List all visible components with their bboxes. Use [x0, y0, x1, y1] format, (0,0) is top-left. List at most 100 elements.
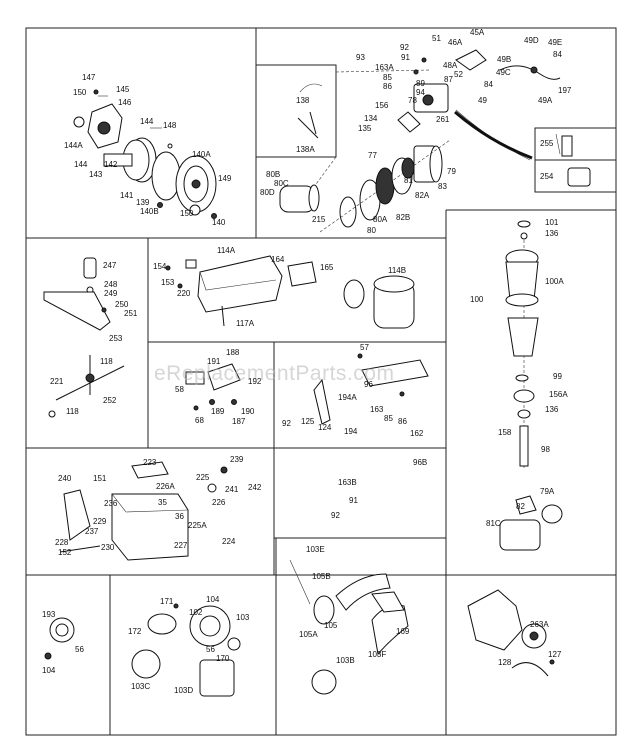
- part-label-49b: 49B: [497, 55, 511, 64]
- part-label-103b: 103B: [336, 656, 355, 665]
- part-label-45a: 45A: [470, 28, 485, 37]
- part-label-85: 85: [383, 73, 392, 82]
- part-label-147: 147: [82, 73, 96, 82]
- part-label-254: 254: [540, 172, 554, 181]
- part-label-158: 158: [498, 428, 512, 437]
- part-label-51: 51: [432, 34, 441, 43]
- part-label-135: 135: [358, 124, 372, 133]
- part-label-150: 150: [180, 209, 194, 218]
- part-label-228: 228: [55, 538, 69, 547]
- part-label-81c: 81C: [486, 519, 501, 528]
- part-label-68: 68: [195, 416, 204, 425]
- part-label-140b: 140B: [140, 207, 159, 216]
- part-label-114a: 114A: [217, 246, 236, 255]
- part-label-57: 57: [360, 343, 369, 352]
- part-label-226: 226: [212, 498, 226, 507]
- control-levers-drawing: [185, 353, 429, 425]
- part-label-153: 153: [161, 278, 175, 287]
- part-label-101: 101: [545, 218, 559, 227]
- part-label-154: 154: [153, 262, 167, 271]
- part-label-252: 252: [103, 396, 117, 405]
- part-label-86: 86: [383, 82, 392, 91]
- part-label-215: 215: [312, 215, 326, 224]
- part-label-144: 144: [74, 160, 88, 169]
- part-label-80: 80: [367, 226, 376, 235]
- part-label-105: 105: [324, 621, 338, 630]
- part-label-91: 91: [401, 53, 410, 62]
- part-label-49a: 49A: [538, 96, 553, 105]
- magneto-flywheel-drawing: [44, 603, 241, 697]
- part-label-49d: 49D: [524, 36, 539, 45]
- part-label-103d: 103D: [174, 686, 193, 695]
- part-label-225a: 225A: [188, 521, 207, 530]
- blower-housing-drawing: [59, 461, 228, 561]
- part-label-140: 140: [212, 218, 226, 227]
- part-label-188: 188: [226, 348, 240, 357]
- part-label-142: 142: [104, 160, 118, 169]
- part-label-36: 36: [175, 512, 184, 521]
- part-label-127: 127: [548, 650, 562, 659]
- part-label-138a: 138A: [296, 145, 315, 154]
- part-label-156: 156: [375, 101, 389, 110]
- watermark-text: eReplacementParts.com: [154, 362, 394, 385]
- part-label-114b: 114B: [388, 266, 406, 275]
- part-label-49: 49: [478, 96, 487, 105]
- part-label-145: 145: [116, 85, 130, 94]
- part-label-102: 102: [189, 608, 203, 617]
- part-label-150: 150: [73, 88, 87, 97]
- part-label-80a: 80A: [373, 215, 388, 224]
- part-label-83: 83: [438, 182, 447, 191]
- part-label-163a: 163A: [375, 63, 394, 72]
- part-label-230: 230: [101, 543, 115, 552]
- engine-block-drawing: [467, 589, 555, 677]
- part-label-152: 152: [58, 548, 72, 557]
- part-label-189: 189: [211, 407, 225, 416]
- part-label-247: 247: [103, 261, 117, 270]
- part-label-165: 165: [320, 263, 334, 272]
- part-label-139: 139: [136, 198, 150, 207]
- part-label-226a: 226A: [156, 482, 175, 491]
- part-label-124: 124: [318, 423, 332, 432]
- part-label-248: 248: [104, 280, 118, 289]
- part-label-78: 78: [408, 96, 417, 105]
- part-label-227: 227: [174, 541, 188, 550]
- part-label-170: 170: [216, 654, 230, 663]
- part-label-138: 138: [296, 96, 310, 105]
- panel-frames: [25, 27, 617, 736]
- part-label-192: 192: [248, 377, 262, 386]
- part-label-125: 125: [301, 417, 315, 426]
- part-label-92: 92: [400, 43, 409, 52]
- starter-assembly-drawing: [73, 89, 217, 219]
- part-label-103f: 103F: [368, 650, 386, 659]
- part-label-194a: 194A: [338, 393, 357, 402]
- part-label-87: 87: [444, 75, 453, 84]
- part-label-91: 91: [349, 496, 358, 505]
- part-label-251: 251: [124, 309, 138, 318]
- part-label-89: 89: [416, 79, 425, 88]
- part-label-96: 96: [364, 380, 373, 389]
- part-label-46a: 46A: [448, 38, 463, 47]
- part-label-144: 144: [140, 117, 154, 126]
- part-label-56: 56: [206, 645, 215, 654]
- part-label-49e: 49E: [548, 38, 562, 47]
- part-label-140a: 140A: [192, 150, 211, 159]
- part-label-144a: 144A: [64, 141, 83, 150]
- part-label-224: 224: [222, 537, 236, 546]
- part-label-56: 56: [75, 645, 84, 654]
- part-label-105a: 105A: [299, 630, 318, 639]
- part-label-197: 197: [558, 86, 572, 95]
- part-label-79a: 79A: [540, 487, 555, 496]
- part-label-249: 249: [104, 289, 118, 298]
- part-label-148: 148: [163, 121, 177, 130]
- part-label-117a: 117A: [236, 319, 255, 328]
- part-label-162: 162: [410, 429, 424, 438]
- part-label-98: 98: [541, 445, 550, 454]
- part-label-146: 146: [118, 98, 132, 107]
- part-label-171: 171: [160, 597, 174, 606]
- part-label-77: 77: [368, 151, 377, 160]
- part-label-236: 236: [104, 499, 118, 508]
- part-label-48a: 48A: [443, 61, 458, 70]
- part-label-104: 104: [206, 595, 220, 604]
- part-label-82: 82: [516, 502, 525, 511]
